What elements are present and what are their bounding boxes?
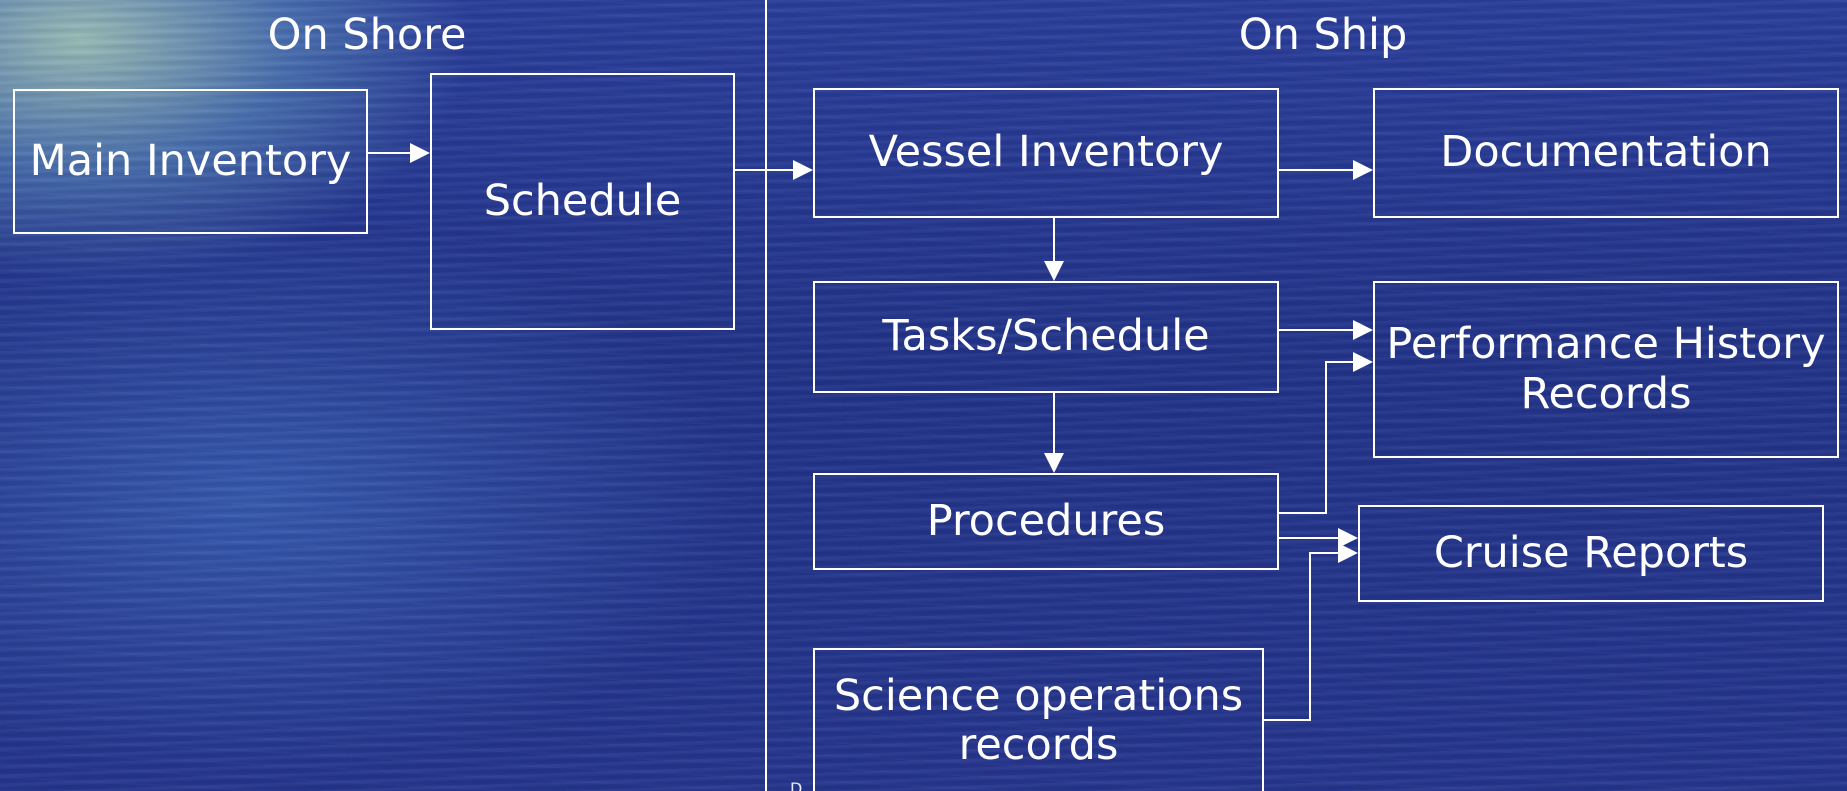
on-ship-heading: On Ship [1238, 10, 1408, 60]
tasks-schedule-label: Tasks/Schedule [882, 311, 1210, 362]
footer-text: D... [790, 779, 818, 791]
tasks-schedule-box: Tasks/Schedule [813, 281, 1279, 393]
performance-history-box: Performance History Records [1373, 281, 1839, 458]
science-operations-label-line1: Science operations [833, 671, 1244, 721]
main-inventory-label: Main Inventory [29, 135, 352, 186]
science-operations-box: Science operations records [813, 648, 1264, 791]
schedule-box: Schedule [430, 73, 735, 330]
section-divider [765, 0, 767, 791]
vessel-inventory-box: Vessel Inventory [813, 88, 1279, 218]
cruise-reports-box: Cruise Reports [1358, 505, 1824, 602]
on-shore-heading: On Shore [267, 10, 467, 60]
procedures-label: Procedures [926, 495, 1166, 546]
schedule-label: Schedule [483, 175, 682, 226]
procedures-box: Procedures [813, 473, 1279, 570]
main-inventory-box: Main Inventory [13, 89, 368, 234]
documentation-label: Documentation [1440, 127, 1772, 178]
documentation-box: Documentation [1373, 88, 1839, 218]
vessel-inventory-label: Vessel Inventory [868, 127, 1224, 178]
arrow-procedures-to-performance-history [1279, 352, 1373, 514]
cruise-reports-label: Cruise Reports [1433, 527, 1749, 578]
performance-history-label-line1: Performance History [1386, 319, 1826, 370]
arrow-science-operations-to-cruise-reports [1264, 543, 1358, 721]
performance-history-label-line2: Records [1520, 368, 1692, 419]
science-operations-label-line2: records [958, 720, 1119, 771]
